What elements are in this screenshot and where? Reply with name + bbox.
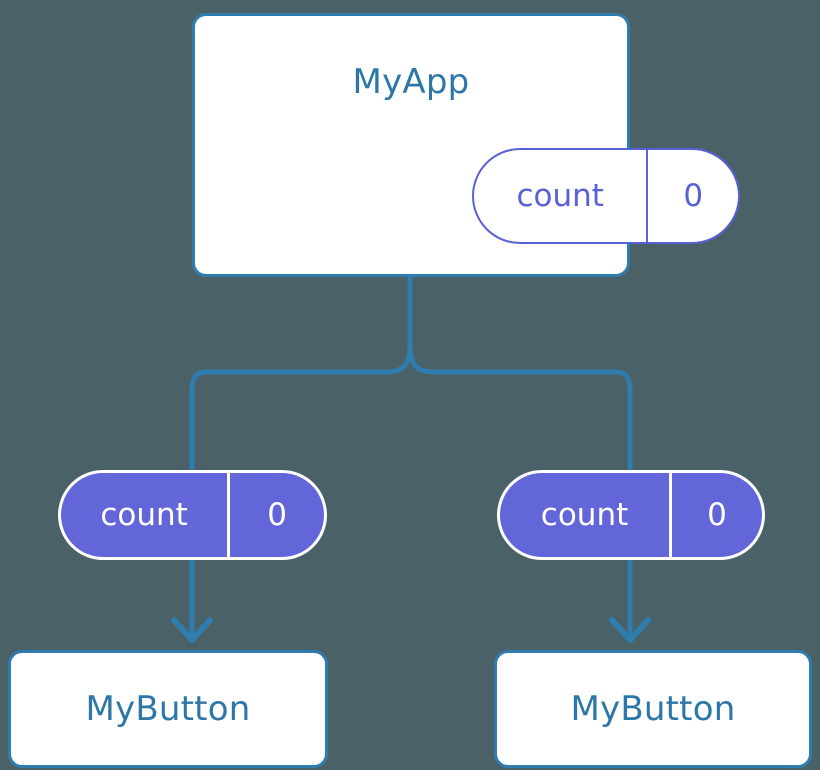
child-component-left[interactable]: MyButton: [8, 650, 328, 768]
child-component-left-title: MyButton: [85, 689, 251, 729]
root-component-card[interactable]: MyApp count 0: [192, 13, 740, 277]
child-component-right[interactable]: MyButton: [494, 650, 812, 768]
arrow-right-head-icon: [609, 617, 651, 643]
arrow-left-head-icon: [171, 617, 213, 643]
prop-pill-left-value: 0: [227, 473, 324, 557]
child-component-right-title: MyButton: [570, 689, 736, 729]
prop-pill-left[interactable]: count 0: [58, 470, 327, 560]
fork-branch-right: [407, 344, 633, 470]
prop-pill-right-key: count: [540, 496, 629, 533]
prop-pill-right[interactable]: count 0: [497, 470, 765, 560]
prop-pill-left-key: count: [100, 496, 188, 533]
root-component-title: MyApp: [352, 62, 470, 102]
root-state-value: 0: [646, 150, 738, 242]
fork-branch-left: [189, 344, 413, 470]
root-state-key: count: [516, 177, 604, 214]
root-state-pill[interactable]: count 0: [472, 148, 740, 244]
prop-pill-right-value: 0: [669, 473, 762, 557]
